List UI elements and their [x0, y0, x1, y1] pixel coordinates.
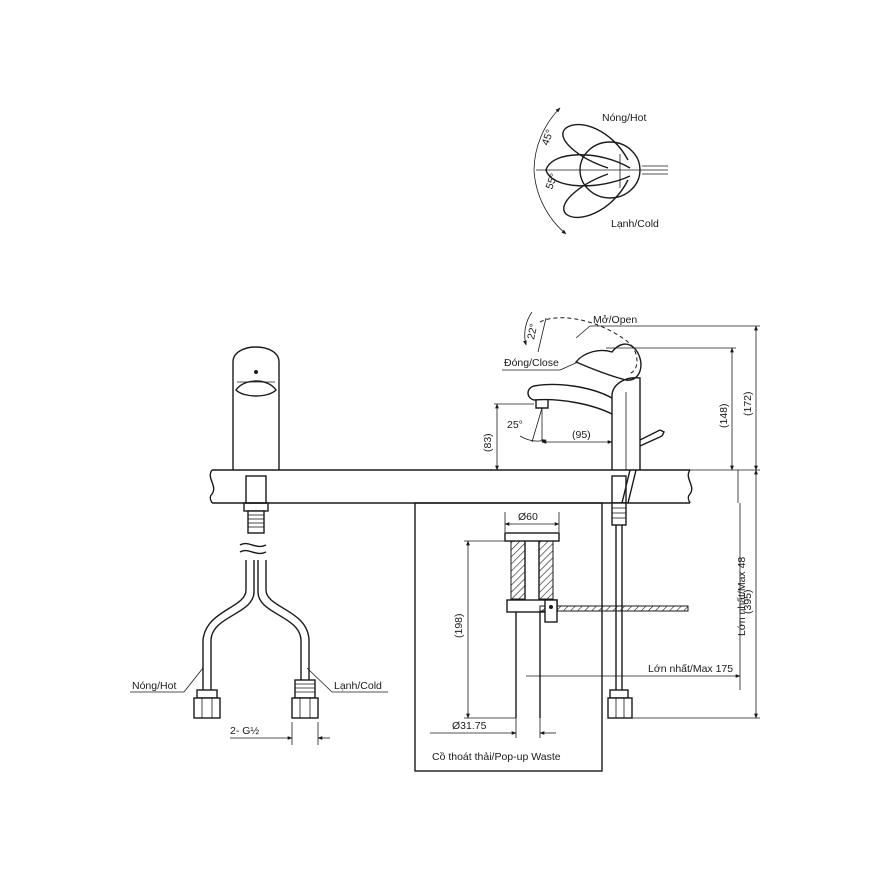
front-view: 2- G½ Nóng/Hot Lạnh/Cold	[130, 346, 388, 745]
popup-waste-frame	[414, 502, 603, 772]
side-max-deck: Lớn nhất/Max 48	[736, 557, 748, 636]
side-dim-lever-height: (148)	[718, 403, 730, 428]
plan-lever-cold	[563, 173, 629, 219]
front-faucet-body	[232, 346, 280, 470]
plan-angle-hot: 45°	[540, 128, 557, 147]
side-close-label: Đóng/Close	[504, 357, 559, 369]
side-open-label: Mở/Open	[593, 314, 637, 326]
front-hose-cold	[257, 560, 302, 690]
side-angle-spout: 25°	[507, 419, 523, 431]
side-lever-open	[539, 317, 638, 375]
front-hot-label: Nóng/Hot	[132, 680, 176, 692]
popup-dim-top-diameter: Ø60	[518, 511, 538, 523]
side-max-hose: Lớn nhất/Max 175	[648, 663, 733, 675]
side-dim-spout-height: (83)	[482, 433, 494, 452]
side-angle-lever: 22°	[525, 323, 540, 341]
side-spout	[527, 383, 613, 415]
popup-waste-panel: Ø60 (198) Ø31.75 Cồ thoát thải/Pop-up Wa…	[414, 502, 689, 772]
front-cold-label: Lạnh/Cold	[334, 680, 382, 692]
side-faucet-body	[611, 377, 641, 470]
plan-view: 45° 55° Nóng/Hot Lạnh/Cold	[533, 107, 668, 235]
front-hose-hot	[202, 560, 247, 690]
plan-angle-cold: 55°	[544, 172, 561, 191]
countertop	[209, 469, 693, 504]
popup-dim-bottom-diameter: Ø31.75	[452, 720, 487, 732]
side-dim-overall: (395)	[742, 589, 754, 614]
popup-waste-title: Cồ thoát thải/Pop-up Waste	[432, 751, 561, 763]
side-dim-total-height: (172)	[742, 391, 754, 416]
plan-hot-label: Nóng/Hot	[602, 112, 646, 124]
side-view: 22° 25° Mở/Open Đóng/Close (95) (83) (14…	[482, 311, 760, 719]
front-thread-label: 2- G½	[230, 725, 259, 737]
popup-dim-length: (198)	[453, 613, 465, 638]
side-lever-closed	[574, 343, 642, 381]
plan-cold-label: Lạnh/Cold	[611, 218, 659, 230]
plan-lever-hot	[562, 123, 629, 169]
side-dim-reach: (95)	[572, 429, 591, 441]
